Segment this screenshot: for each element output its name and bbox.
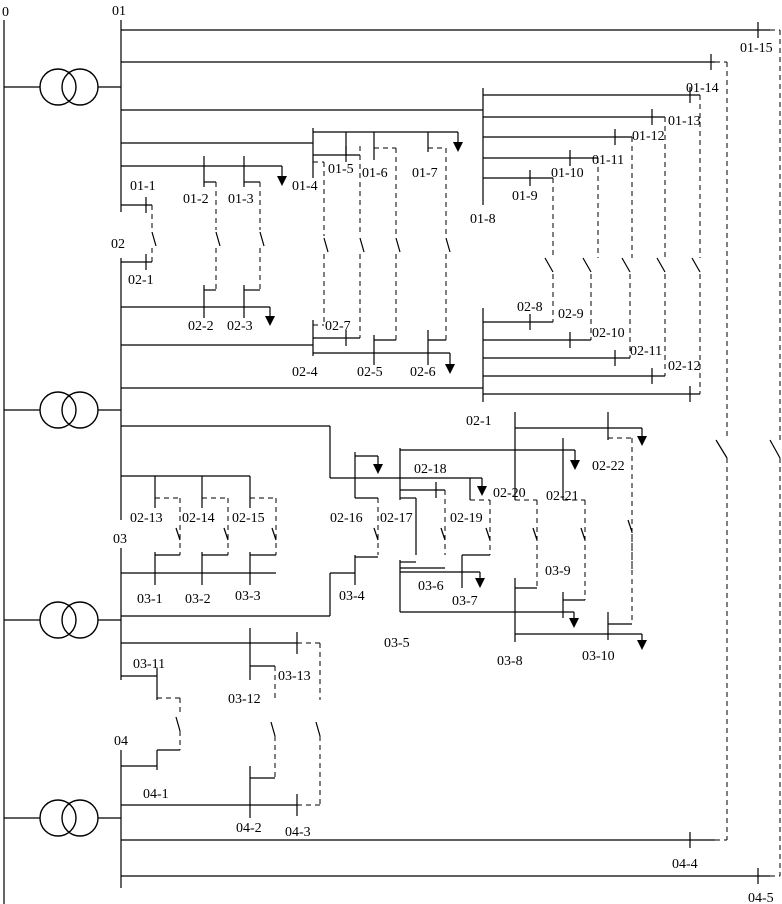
node-label: 04-4 — [672, 857, 698, 872]
transformer-icon — [39, 601, 99, 639]
node-label: 02-1 — [128, 273, 154, 288]
node-label: 02-9 — [558, 307, 584, 322]
node-label: 01-7 — [412, 166, 438, 181]
node-label: 01-14 — [686, 81, 719, 96]
source-label: 0 — [2, 5, 9, 20]
node-label: 01-11 — [592, 153, 624, 168]
transformer-icon — [39, 68, 99, 106]
node-label: 02-12 — [668, 359, 701, 374]
node-label: 03-4 — [339, 589, 365, 604]
node-label: 02-22 — [592, 459, 625, 474]
tie-switches-03-04 — [175, 716, 321, 737]
node-label: 01-4 — [292, 179, 318, 194]
node-label: 03-7 — [452, 594, 478, 609]
node-label: 02-11 — [630, 344, 662, 359]
bus-label-01: 01 — [112, 4, 126, 19]
node-label: 02-4 — [292, 365, 318, 380]
node-label: 03-5 — [384, 636, 410, 651]
node-label: 04-2 — [236, 821, 262, 836]
node-label: 04-1 — [143, 787, 169, 802]
node-labels: 01-15 01-14 01-13 01-12 01-11 01-10 01-9… — [128, 41, 774, 904]
node-label: 02-6 — [410, 365, 436, 380]
node-label: 01-6 — [362, 166, 388, 181]
node-label: 04-3 — [285, 825, 311, 840]
node-label: 03-12 — [228, 692, 261, 707]
node-label: 02-3 — [227, 319, 253, 334]
bus-label-03: 03 — [113, 532, 127, 547]
node-label: 02-19 — [450, 511, 483, 526]
node-label: 02-17 — [380, 511, 413, 526]
node-label: 02-13 — [130, 511, 163, 526]
node-label: 03-13 — [278, 669, 311, 684]
node-label: 01-13 — [668, 114, 701, 129]
node-label: 01-9 — [512, 189, 538, 204]
node-label: 01-12 — [632, 129, 665, 144]
node-label: 03-10 — [582, 649, 615, 664]
feeder-03 — [120, 534, 647, 715]
node-label: 03-6 — [418, 579, 444, 594]
transformer-03 — [4, 601, 121, 639]
transformer-icon — [39, 391, 99, 429]
tie-switches-01-02 — [151, 231, 781, 459]
node-label: 04-5 — [748, 891, 774, 904]
node-label: 01-2 — [183, 192, 209, 207]
feeder-01 — [120, 20, 781, 440]
node-label: 03-9 — [545, 564, 571, 579]
node-label: 02-2 — [188, 319, 214, 334]
node-label: 02-1 — [466, 414, 492, 429]
node-label: 02-20 — [493, 486, 526, 501]
node-label: 03-11 — [133, 657, 165, 672]
node-label: 02-8 — [517, 300, 543, 315]
node-label: 02-15 — [232, 511, 265, 526]
node-label: 01-8 — [470, 212, 496, 227]
bus-label-04: 04 — [114, 734, 128, 749]
node-label: 02-5 — [357, 365, 383, 380]
feeder-02 — [120, 248, 701, 570]
tie-switches-02-03 — [175, 519, 633, 541]
node-label: 02-18 — [414, 462, 447, 477]
feeder-04 — [120, 458, 781, 888]
node-label: 01-5 — [328, 162, 354, 177]
node-label: 01-1 — [130, 179, 156, 194]
transformer-01 — [4, 68, 121, 106]
node-label: 02-16 — [330, 511, 363, 526]
node-label: 02-7 — [325, 319, 351, 334]
transformer-02 — [4, 391, 121, 429]
node-label: 01-3 — [228, 192, 254, 207]
node-label: 03-2 — [185, 592, 211, 607]
node-label: 02-21 — [546, 489, 579, 504]
transformer-icon — [39, 799, 99, 837]
node-label: 02-14 — [182, 511, 215, 526]
node-label: 01-15 — [740, 41, 773, 56]
node-label: 01-10 — [551, 166, 584, 181]
transformer-04 — [4, 799, 121, 837]
node-label: 03-3 — [235, 589, 261, 604]
node-label: 03-1 — [137, 592, 163, 607]
node-label: 02-10 — [592, 326, 625, 341]
bus-label-02: 02 — [111, 237, 125, 252]
node-label: 03-8 — [497, 654, 523, 669]
